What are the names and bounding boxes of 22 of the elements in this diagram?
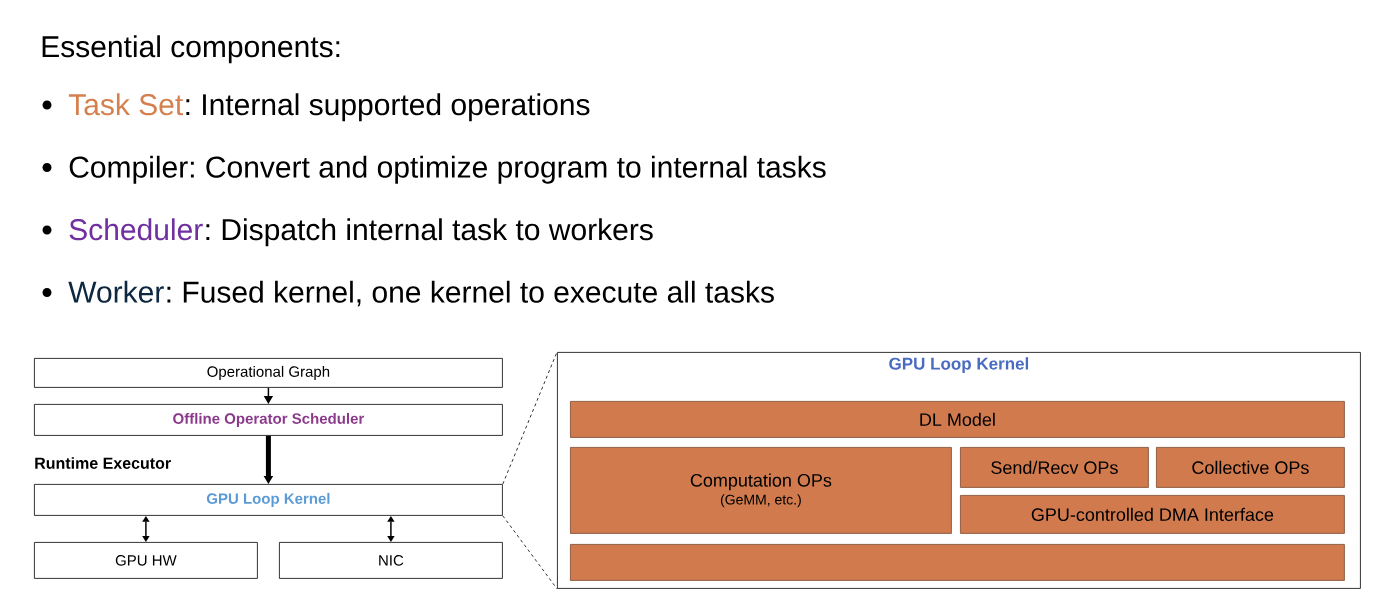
process-box: Operational Graph [34,358,503,388]
layer-box: GPU-controlled DMA Interface [960,495,1345,534]
description-text: : Internal supported operations [186,93,590,122]
term-text: Task Set [68,93,183,116]
section-label: Runtime Executor [35,457,171,469]
process-box: Offline Operator Scheduler [34,404,503,436]
zoom-line [502,515,558,590]
hardware-box: NIC [279,542,503,579]
layer-box: Collective OPs [1156,447,1345,488]
layer-box: DL Model [570,401,1345,438]
zoom-line [502,351,558,485]
term-text: Worker [68,280,164,303]
hardware-box: GPU HW [34,542,258,579]
term-text: Scheduler [69,218,203,241]
description-text: : Dispatch internal task to workers [206,218,653,247]
process-box: GPU Loop Kernel [34,484,503,516]
bullet-text: Compiler: Convert and optimize program to internal tasks [69,155,826,184]
layer-box: Send/Recv OPs [960,447,1149,488]
description-text: : Fused kernel, one kernel to execute all tasks [167,280,774,307]
heading: Essential components: [42,35,340,64]
layer-box [570,544,1345,581]
layer-box: Computation OPs (GeMM, etc.) [570,447,952,534]
